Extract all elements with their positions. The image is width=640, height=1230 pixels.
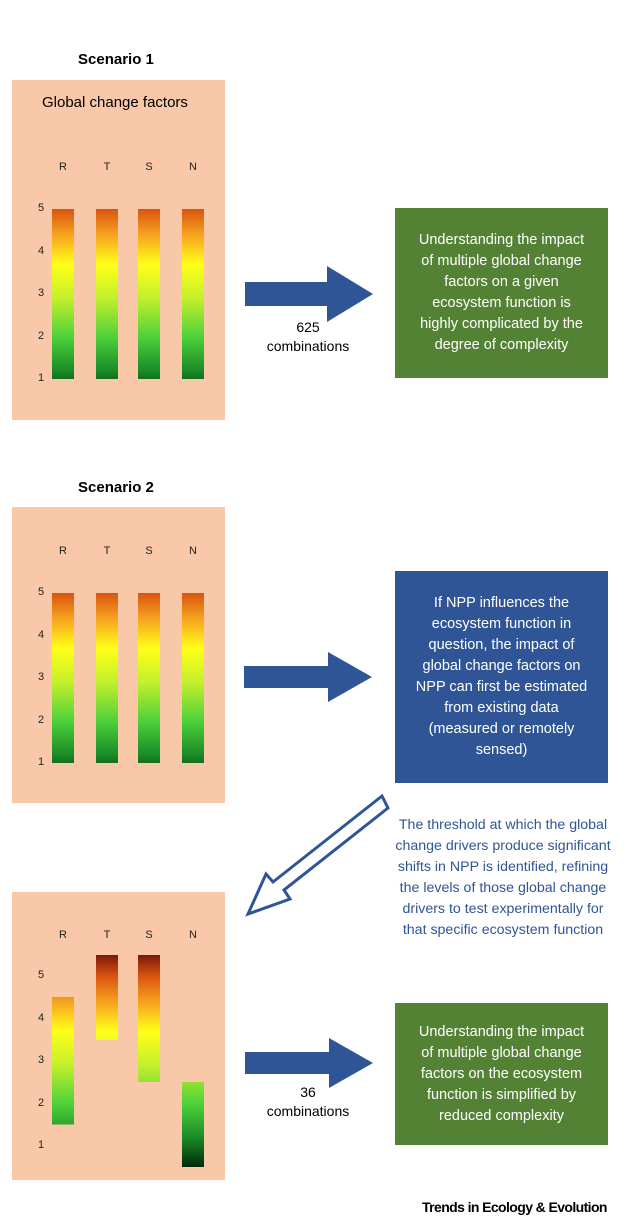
level-tick-4: 4 — [37, 628, 45, 641]
column-label-s: S — [145, 161, 153, 173]
level-bar-s — [138, 209, 160, 379]
scenario-2-panel: R T S N 5 4 3 2 1 — [12, 507, 225, 803]
threshold-explanation: The threshold at which the global change… — [395, 817, 611, 938]
level-tick-5: 5 — [37, 586, 45, 598]
level-bar-n — [182, 209, 204, 379]
level-tick-1: 1 — [37, 372, 45, 384]
level-tick-5: 5 — [37, 969, 45, 981]
column-label-n: N — [189, 545, 197, 557]
level-bar-r — [52, 997, 74, 1125]
panel-title: Global change factors — [42, 94, 188, 111]
column-label-s: S — [145, 545, 153, 557]
level-bar-t — [96, 954, 118, 1040]
level-tick-1: 1 — [37, 756, 45, 768]
refined-levels-panel: R T S N 5 4 3 2 1 — [12, 892, 225, 1180]
level-tick-4: 4 — [37, 244, 45, 257]
level-tick-1: 1 — [37, 1139, 45, 1151]
level-tick-3: 3 — [37, 671, 45, 683]
level-bar-s — [138, 593, 160, 763]
level-bar-t — [96, 593, 118, 763]
level-bar-n — [182, 593, 204, 763]
column-label-r: R — [59, 161, 67, 173]
column-label-r: R — [59, 545, 67, 557]
column-label-r: R — [59, 929, 67, 941]
level-bar-s — [138, 954, 160, 1083]
level-tick-3: 3 — [37, 287, 45, 299]
level-tick-2: 2 — [37, 1096, 45, 1109]
level-tick-2: 2 — [37, 713, 45, 726]
scenario-2-outcome-box: Understanding the impact of multiple glo… — [395, 1003, 608, 1145]
level-tick-2: 2 — [37, 329, 45, 342]
right-arrow-icon — [245, 266, 373, 322]
level-bar-t — [96, 209, 118, 379]
level-tick-4: 4 — [37, 1011, 45, 1024]
scenario-1-panel: Global change factors R T S N 5 4 3 2 1 — [12, 80, 225, 420]
column-label-n: N — [189, 161, 197, 173]
column-label-t: T — [103, 545, 111, 557]
level-bar-n — [182, 1082, 204, 1168]
column-label-s: S — [145, 929, 153, 941]
level-bar-r — [52, 209, 74, 379]
diagonal-down-left-arrow-icon — [245, 793, 390, 917]
column-label-t: T — [103, 161, 111, 173]
level-tick-3: 3 — [37, 1054, 45, 1066]
combinations-count: 625 combinations — [266, 319, 350, 354]
column-label-t: T — [103, 929, 111, 941]
npp-estimation-box: If NPP influences the ecosystem function… — [395, 571, 608, 783]
right-arrow-icon — [244, 652, 372, 702]
right-arrow-icon — [245, 1038, 373, 1088]
column-label-n: N — [189, 929, 197, 941]
combinations-count: 36 combinations — [266, 1084, 350, 1119]
scenario-2-heading: Scenario 2 — [78, 479, 154, 496]
level-bar-r — [52, 593, 74, 763]
journal-name: Trends in Ecology & Evolution — [422, 1199, 607, 1215]
level-tick-5: 5 — [37, 202, 45, 214]
scenario-1-outcome-box: Understanding the impact of multiple glo… — [395, 208, 608, 378]
scenario-1-heading: Scenario 1 — [78, 51, 154, 68]
